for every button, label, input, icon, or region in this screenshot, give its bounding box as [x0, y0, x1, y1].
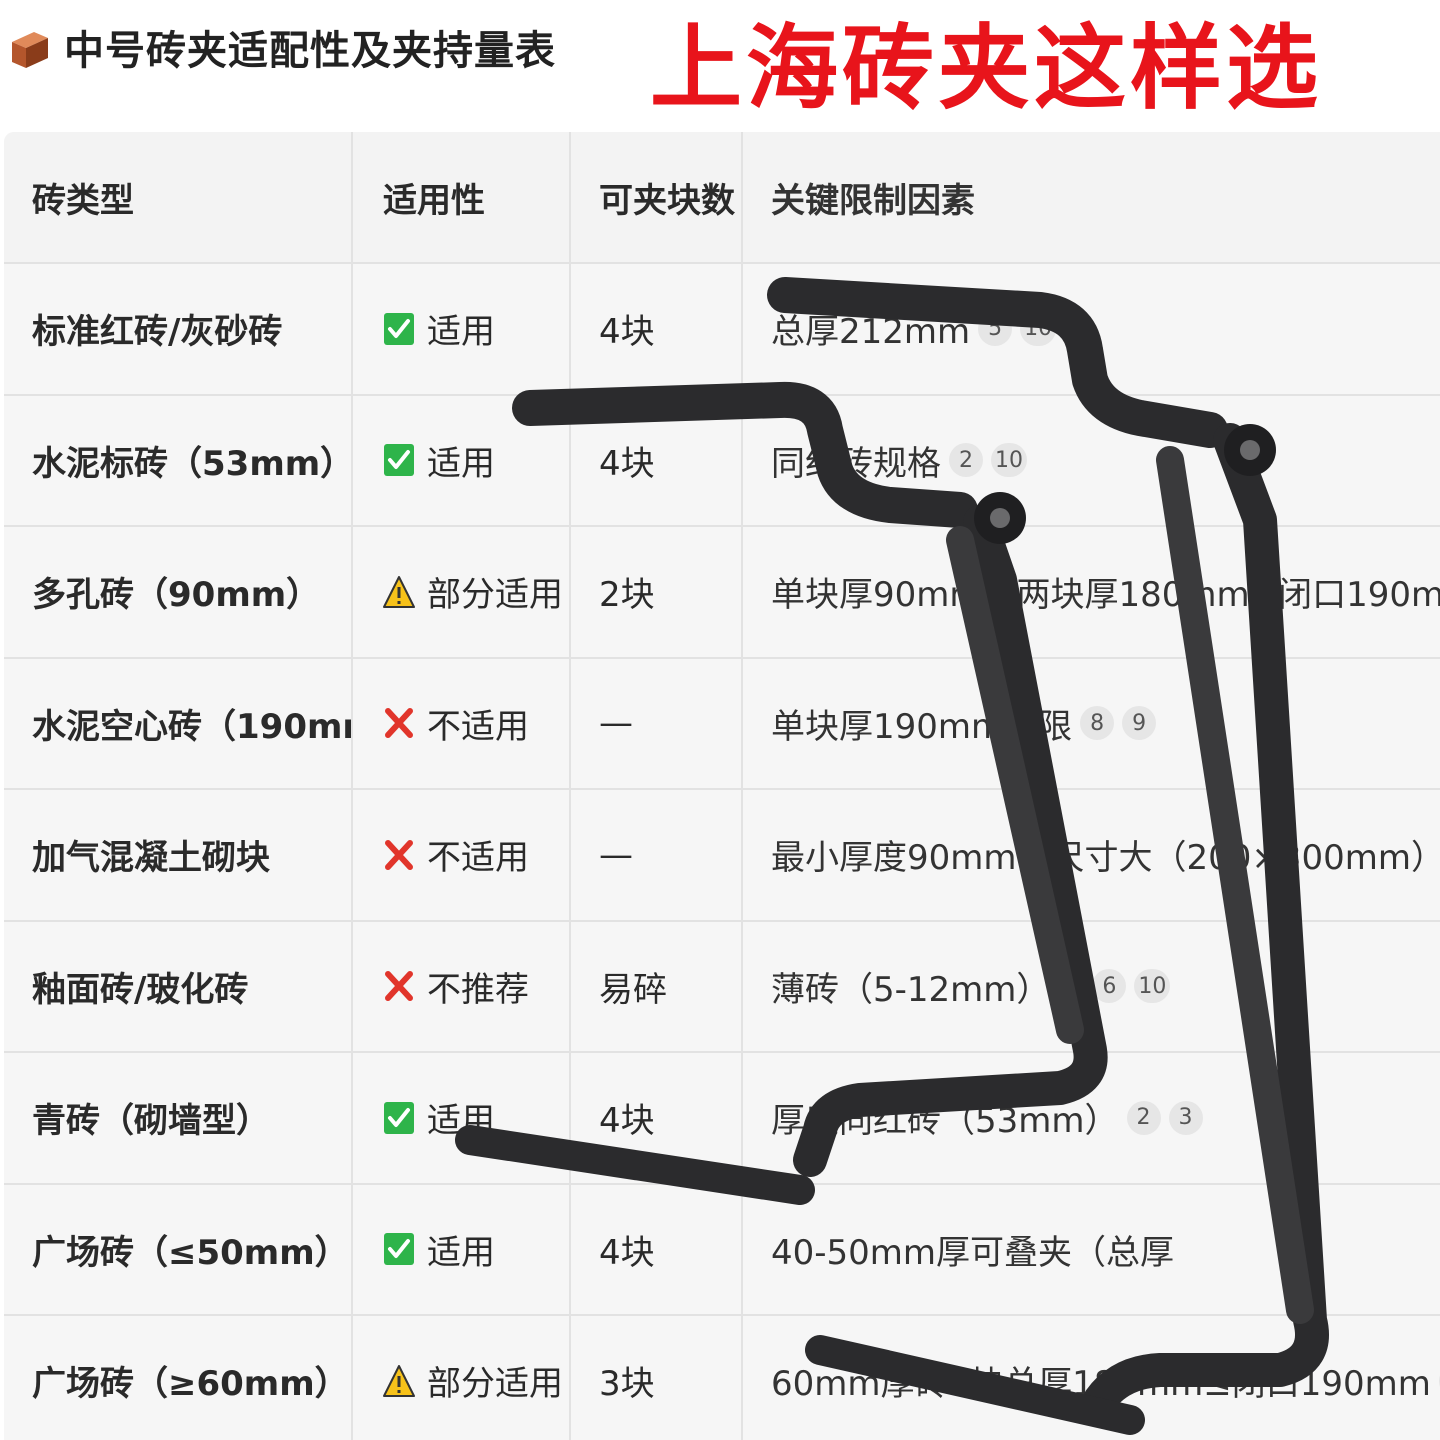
applicability-cell: 适用: [353, 264, 571, 394]
citation-badge[interactable]: 8: [1080, 706, 1115, 741]
citation-badge[interactable]: 3: [1438, 1363, 1440, 1398]
citation-badge[interactable]: 10: [1134, 969, 1171, 1004]
key-limit-text: 单块厚90mm，两块厚180mm≤闭口190mm: [771, 575, 1440, 616]
clamp-count-cell: 4块: [571, 1053, 743, 1183]
applicability-label: 不适用: [427, 838, 529, 879]
promo-headline: 上海砖夹这样选: [650, 15, 1323, 122]
brick-icon: [12, 32, 48, 68]
citation-badge[interactable]: 3: [1168, 1100, 1203, 1135]
citation-badge[interactable]: 2: [949, 443, 983, 478]
applicability-cell: 不适用: [353, 790, 571, 920]
clamp-count-cell: —: [571, 790, 743, 920]
applicability-cell: 部分适用: [353, 527, 571, 657]
applicability-cell: 不适用: [353, 658, 571, 788]
citation-badge[interactable]: 2: [1126, 1100, 1161, 1135]
key-limit-text: 厚度同红砖（53mm）: [771, 1101, 1119, 1142]
key-limit-text: 最小厚度90mm，尺寸大（200×300mm）: [771, 838, 1440, 879]
brick-type-cell: 釉面砖/玻化砖: [4, 921, 353, 1051]
header-clamp-count: 可夹块数: [571, 132, 743, 262]
key-limit-text: 总厚212mm: [771, 312, 971, 353]
key-limit-text: 60mm厚砖3块总厚180mm≤闭口190mm: [771, 1364, 1431, 1405]
brick-type-cell: 青砖（砌墙型）: [4, 1053, 353, 1183]
applicability-label: 适用: [427, 1101, 495, 1142]
brick-type-cell: 广场砖（≤50mm）: [4, 1184, 353, 1314]
applicability-label: 适用: [427, 1232, 495, 1273]
brick-type-cell: 标准红砖/灰砂砖: [4, 264, 353, 394]
citation-badge[interactable]: 5: [978, 311, 1013, 346]
warning-icon: [383, 575, 415, 608]
check-box-icon: [384, 312, 414, 345]
key-limit-cell: 最小厚度90mm，尺寸大（200×300mm）1: [743, 790, 1440, 920]
brick-type-cell: 水泥标砖（53mm）: [4, 395, 353, 525]
applicability-label: 适用: [427, 443, 495, 484]
key-limit-cell: 60mm厚砖3块总厚180mm≤闭口190mm3: [743, 1316, 1440, 1440]
header: 中号砖夹适配性及夹持量表 上海砖夹这样选: [0, 0, 1440, 122]
key-limit-text: 单块厚190mm超限: [771, 706, 1073, 747]
key-limit-text: 同红砖规格: [771, 443, 941, 484]
table-row-square-brick-thin: 广场砖（≤50mm） 适用 4块 40-50mm厚可叠夹（总厚: [4, 1184, 1440, 1316]
applicability-cell: 不推荐: [353, 921, 571, 1051]
applicability-label: 适用: [427, 312, 495, 353]
applicability-cell: 适用: [353, 1184, 571, 1314]
header-brick-type: 砖类型: [4, 132, 353, 262]
applicability-cell: 适用: [353, 395, 571, 525]
key-limit-cell: 40-50mm厚可叠夹（总厚: [743, 1185, 1440, 1315]
clamp-count-cell: 3块: [571, 1316, 743, 1440]
warning-icon: [383, 1364, 415, 1397]
clamp-count-cell: 易碎: [571, 921, 743, 1051]
cross-icon: [385, 708, 413, 739]
cross-icon: [385, 971, 413, 1002]
header-key-limits: 关键限制因素: [771, 180, 975, 221]
citation-badge[interactable]: 10: [1020, 311, 1057, 346]
brick-type-cell: 水泥空心砖（190mm）: [4, 658, 353, 788]
applicability-label: 不推荐: [427, 969, 529, 1010]
applicability-label: 部分适用: [427, 575, 563, 616]
clamp-count-cell: —: [571, 658, 743, 788]
brick-type-cell: 加气混凝土砌块: [4, 790, 353, 920]
applicability-cell: 部分适用: [353, 1316, 571, 1440]
table-header-row: 砖类型 适用性 可夹块数 关键限制因素: [4, 132, 1440, 264]
header-applicability: 适用性: [353, 132, 571, 262]
clamp-count-cell: 4块: [571, 264, 743, 394]
check-box-icon: [384, 1101, 414, 1134]
key-limit-text: 40-50mm厚可叠夹（总厚: [771, 1232, 1175, 1273]
key-limit-cell: 单块厚90mm，两块厚180mm≤闭口190mm6: [743, 527, 1440, 657]
citation-badge[interactable]: 10: [991, 443, 1027, 478]
table-row-aac-block: 加气混凝土砌块 不适用 —最小厚度90mm，尺寸大（200×300mm）1: [4, 790, 1440, 922]
clamp-count-cell: 2块: [571, 527, 743, 657]
brick-type-cell: 广场砖（≥60mm）: [4, 1316, 353, 1440]
applicability-cell: 适用: [353, 1053, 571, 1183]
citation-badge[interactable]: 9: [1122, 706, 1157, 741]
clamp-count-cell: 4块: [571, 1184, 743, 1314]
citation-badge[interactable]: 6: [1092, 969, 1127, 1004]
applicability-label: 不适用: [427, 706, 529, 747]
clamp-count-cell: 4块: [571, 395, 743, 525]
cross-icon: [385, 839, 413, 870]
check-box-icon: [384, 444, 414, 477]
key-limit-text: 薄砖（5-12mm）夹: [771, 969, 1085, 1010]
page-title: 中号砖夹适配性及夹持量表: [64, 28, 556, 74]
brick-type-cell: 多孔砖（90mm）: [4, 527, 353, 657]
applicability-label: 部分适用: [427, 1364, 563, 1405]
check-box-icon: [384, 1233, 414, 1266]
